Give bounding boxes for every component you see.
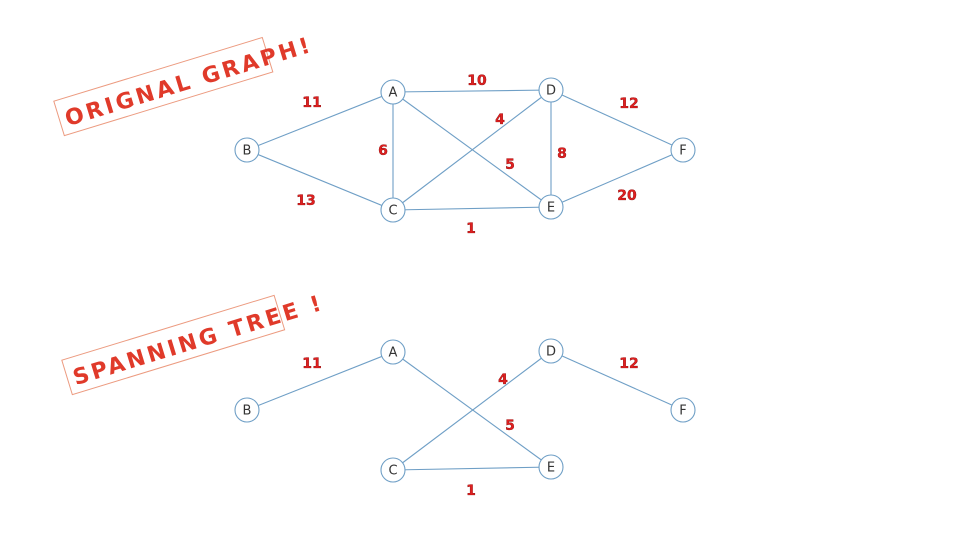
edge-weight-a-c: 6	[378, 143, 388, 159]
node-label: E	[547, 201, 555, 216]
edge-b-c	[246, 149, 394, 211]
node-label: D	[546, 84, 556, 99]
edge-weight-c-d: 4	[495, 112, 505, 128]
edge-e-f	[550, 149, 684, 208]
node-label: F	[679, 404, 686, 419]
node-label: B	[243, 144, 252, 159]
edge-weight-c-e: 1	[466, 483, 476, 499]
edge-weight-a-b: 11	[302, 95, 321, 111]
edge-d-f	[550, 350, 684, 411]
node-label: B	[243, 404, 252, 419]
edge-a-b	[246, 351, 394, 411]
edge-weight-a-d: 10	[467, 73, 487, 89]
edge-weight-c-d: 4	[498, 372, 508, 388]
edge-weight-c-e: 1	[466, 221, 476, 237]
original-graph: 11 10 6 5 13 4 1 8 12 20 A B C D E F	[234, 73, 696, 237]
node-d: D	[538, 338, 564, 364]
spanning-tree-title: SPANNING TREE !	[61, 291, 327, 396]
node-label: C	[388, 204, 397, 219]
edge-c-d	[392, 350, 552, 471]
edge-weight-a-e: 5	[505, 418, 515, 434]
node-b: B	[234, 397, 260, 423]
node-label: A	[389, 86, 398, 101]
node-label: A	[389, 346, 398, 361]
edge-a-e	[392, 351, 552, 468]
edge-a-b	[246, 91, 394, 151]
edge-c-e	[392, 206, 552, 211]
edge-weight-e-f: 20	[617, 188, 637, 204]
node-f: F	[670, 397, 696, 423]
spanning-tree-title-text: SPANNING TREE !	[70, 291, 327, 391]
node-f: F	[670, 137, 696, 163]
node-e: E	[538, 194, 564, 220]
edge-weight-a-e: 5	[505, 157, 515, 173]
original-graph-title: ORIGNAL GRAPH!	[53, 33, 316, 137]
edge-weight-d-f: 12	[619, 356, 638, 372]
edge-weight-d-e: 8	[557, 146, 567, 162]
edge-weight-d-f: 12	[619, 96, 638, 112]
node-a: A	[380, 79, 406, 105]
edge-a-d	[392, 89, 552, 93]
node-d: D	[538, 77, 564, 103]
edge-c-e	[392, 466, 552, 471]
node-c: C	[380, 457, 406, 483]
node-c: C	[380, 197, 406, 223]
node-a: A	[380, 339, 406, 365]
original-graph-title-text: ORIGNAL GRAPH!	[62, 33, 316, 132]
edge-weight-b-c: 13	[296, 193, 315, 209]
edge-weight-a-b: 11	[302, 356, 321, 372]
node-b: B	[234, 137, 260, 163]
edge-c-d	[392, 89, 552, 211]
spanning-tree: 11 4 5 1 12 A B C D E F	[234, 338, 696, 499]
node-label: F	[679, 144, 686, 159]
node-label: D	[546, 345, 556, 360]
node-e: E	[538, 454, 564, 480]
edge-d-f	[550, 89, 684, 151]
node-label: E	[547, 461, 555, 476]
node-label: C	[388, 464, 397, 479]
